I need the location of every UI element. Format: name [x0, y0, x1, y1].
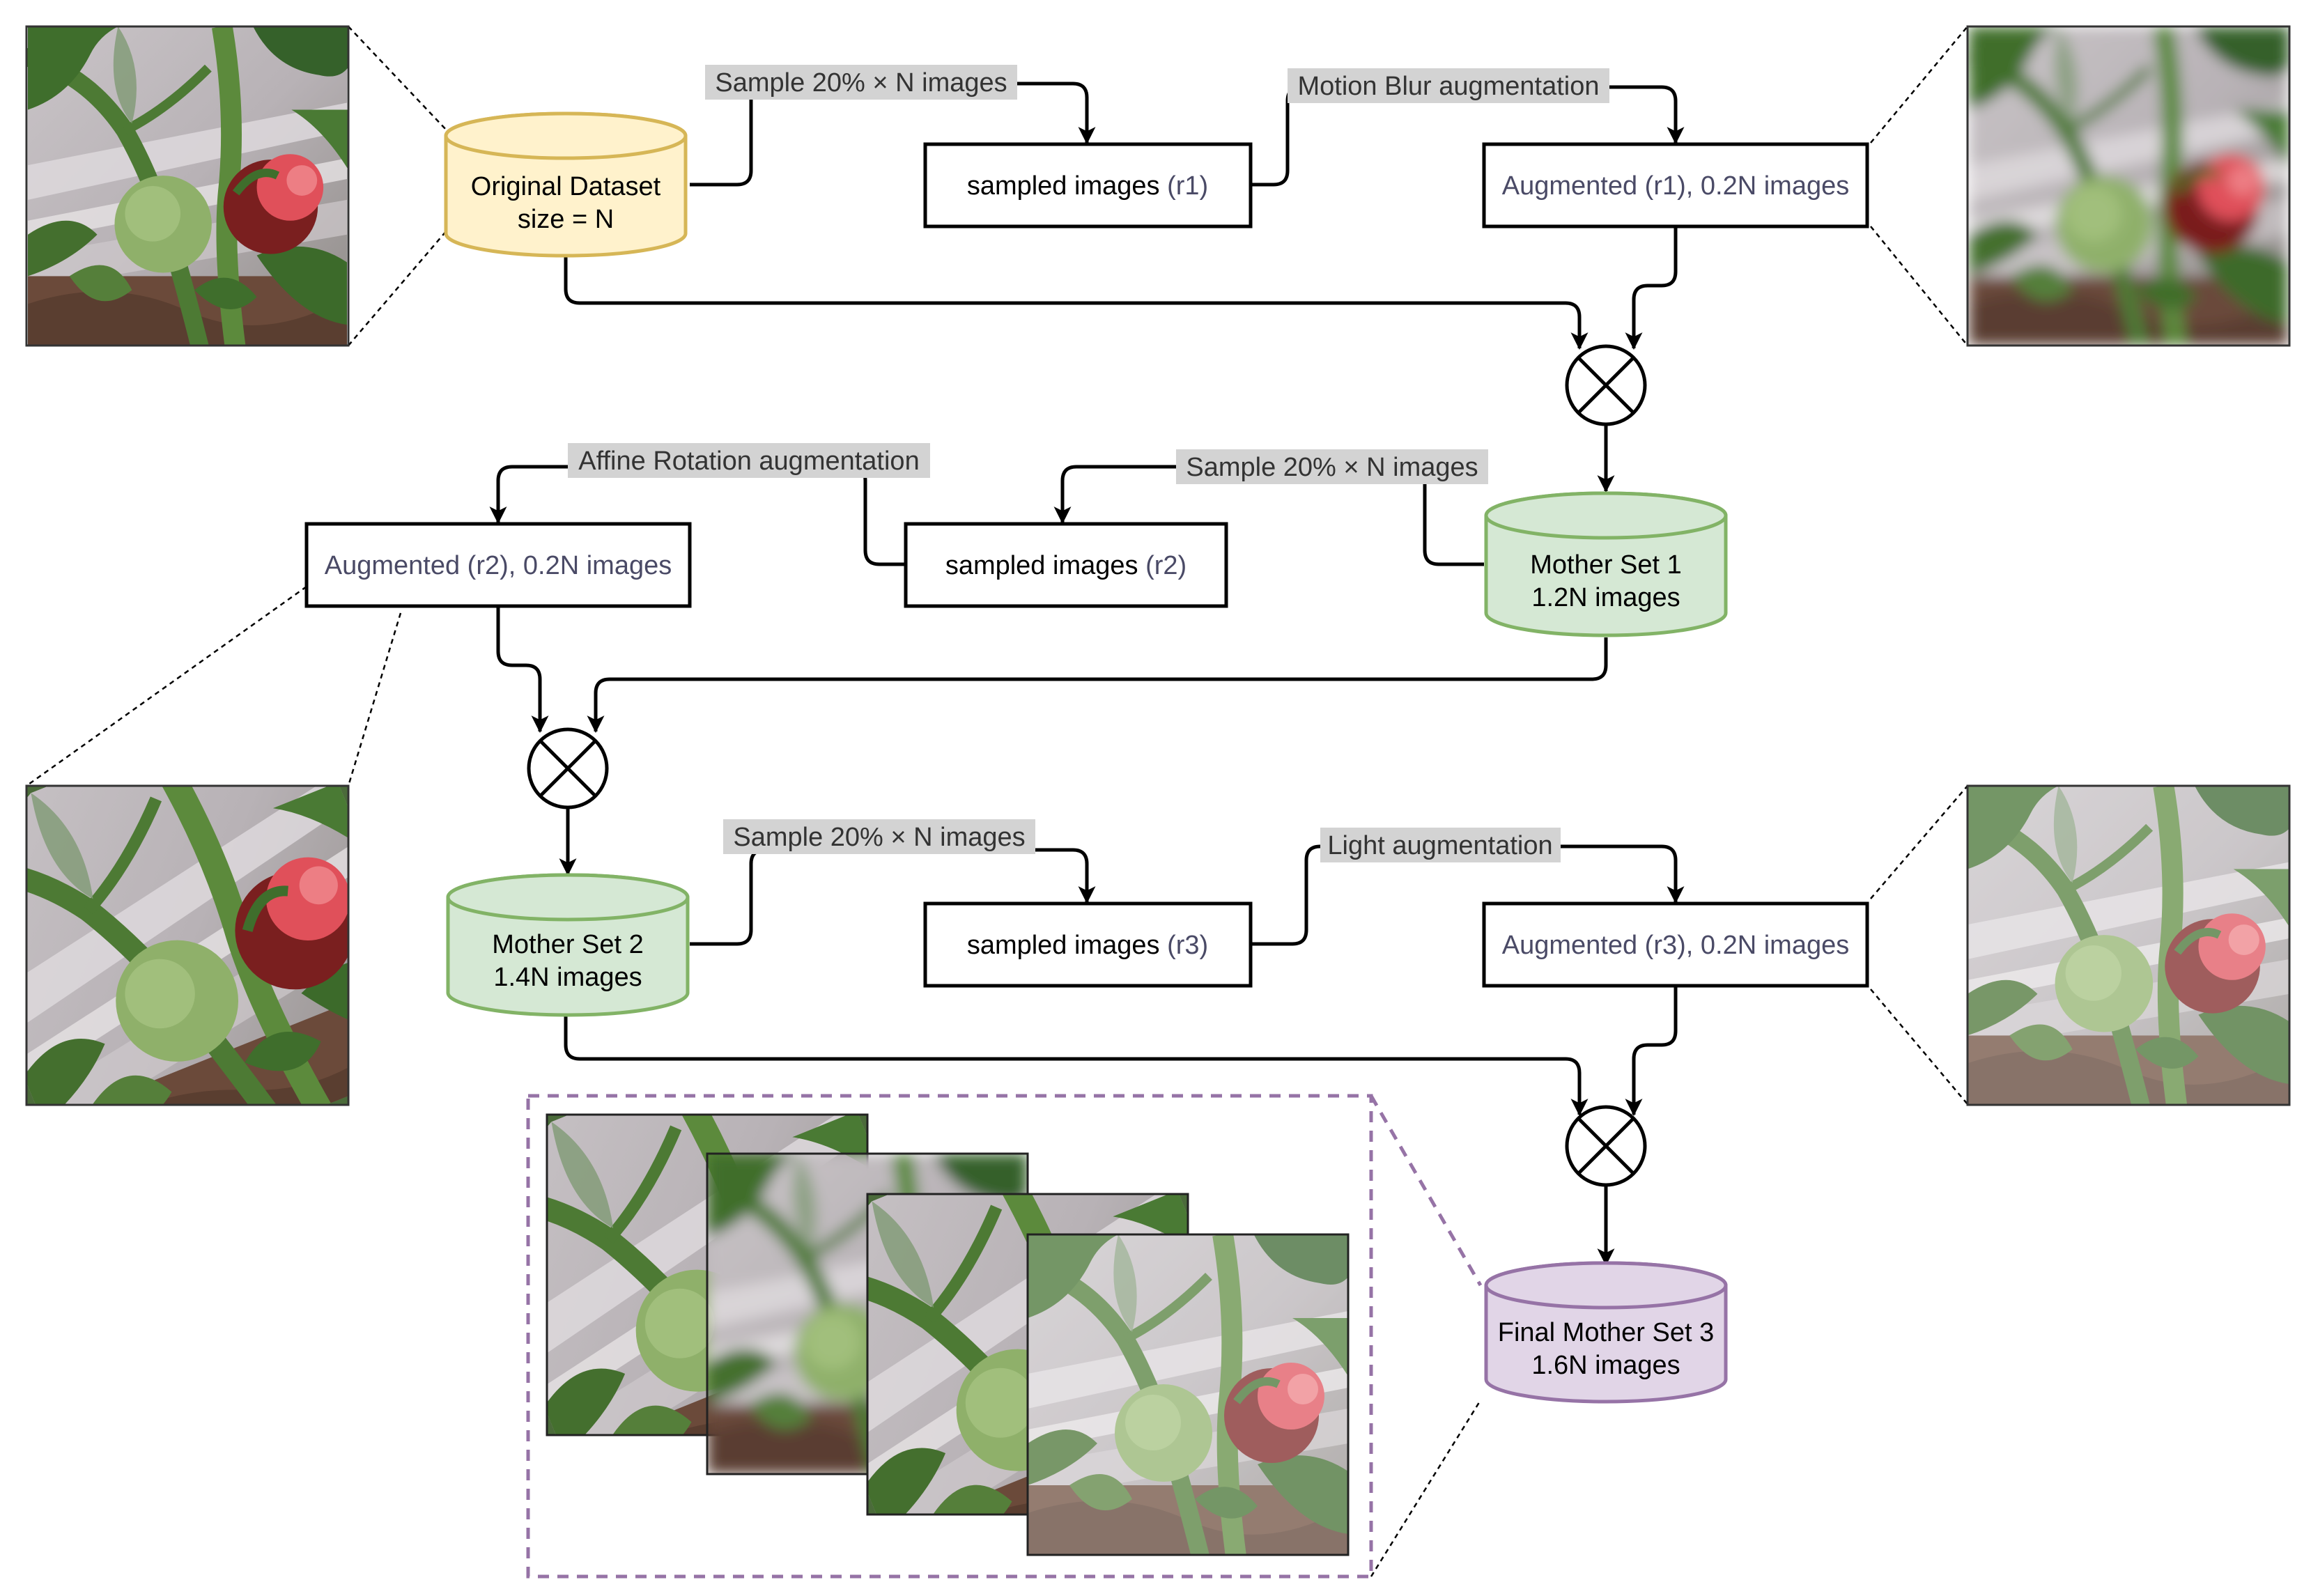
svg-text:Original Dataset: Original Dataset: [471, 172, 661, 201]
final-set-collage-link: [1369, 1094, 1483, 1287]
edge-label-light: Light augmentation: [1320, 828, 1561, 862]
connectors: [489, 82, 1685, 1266]
final-set-collage-frame: [526, 1094, 1373, 1579]
svg-text:sampled images (r2): sampled images (r2): [945, 551, 1187, 580]
svg-text:Sample 20% × N images: Sample 20% × N images: [715, 68, 1007, 98]
edge-sampled-r3-to-augmented-r3: [1251, 844, 1685, 946]
edge-label-sample-2: Sample 20% × N images: [1176, 449, 1488, 484]
node-original-dataset: Original Dataset size = N: [444, 111, 688, 258]
photo-affine-rotation: [25, 784, 350, 1106]
edge-mother-set-2-to-merge-3: [564, 1014, 1589, 1117]
node-sampled-r2: sampled images (r2): [904, 522, 1228, 608]
photo-original: [25, 25, 350, 347]
edge-augmented-r1-to-merge-1: [1625, 226, 1678, 350]
svg-text:sampled images (r1): sampled images (r1): [967, 171, 1208, 201]
node-mother-set-1: Mother Set 1 1.2N images: [1484, 491, 1728, 637]
collage-photo-4: [1026, 1233, 1350, 1556]
svg-text:Augmented (r1), 0.2N images: Augmented (r1), 0.2N images: [1502, 171, 1849, 201]
svg-text:size = N: size = N: [518, 205, 614, 234]
edge-label-motion-blur: Motion Blur augmentation: [1288, 68, 1609, 103]
node-augmented-r1: Augmented (r1), 0.2N images: [1482, 142, 1869, 228]
svg-text:Sample 20% × N images: Sample 20% × N images: [733, 823, 1025, 852]
edge-original-to-merge-1: [564, 254, 1589, 350]
svg-text:sampled images (r3): sampled images (r3): [967, 931, 1208, 960]
edge-augmented-r2-to-merge-2: [496, 606, 549, 734]
svg-text:Light augmentation: Light augmentation: [1327, 831, 1552, 860]
photo-motion-blur: [1966, 25, 2291, 347]
svg-text:1.6N images: 1.6N images: [1531, 1351, 1680, 1380]
node-augmented-r2: Augmented (r2), 0.2N images: [304, 522, 692, 608]
svg-text:Sample 20% × N images: Sample 20% × N images: [1186, 453, 1478, 482]
svg-text:Motion Blur augmentation: Motion Blur augmentation: [1297, 72, 1599, 101]
svg-text:Mother Set 1: Mother Set 1: [1530, 550, 1682, 580]
node-augmented-r3: Augmented (r3), 0.2N images: [1482, 901, 1869, 988]
merge-node-2: [527, 727, 609, 809]
svg-text:Mother Set 2: Mother Set 2: [492, 930, 644, 959]
svg-text:Augmented (r2), 0.2N images: Augmented (r2), 0.2N images: [325, 551, 672, 580]
node-sampled-r1: sampled images (r1): [923, 142, 1253, 228]
edge-augmented-r3-to-merge-3: [1625, 986, 1678, 1117]
photo-light: [1966, 784, 2291, 1106]
edge-label-sample-1: Sample 20% × N images: [705, 65, 1017, 100]
merge-node-1: [1565, 344, 1647, 426]
edge-mother-set-1-to-merge-2: [587, 637, 1608, 734]
node-final-mother-set-3: Final Mother Set 3 1.6N images: [1484, 1261, 1728, 1404]
merge-node-3: [1565, 1105, 1647, 1187]
svg-text:Affine Rotation augmentation: Affine Rotation augmentation: [578, 447, 919, 476]
svg-text:Final Mother Set 3: Final Mother Set 3: [1498, 1318, 1714, 1347]
svg-text:1.2N images: 1.2N images: [1531, 583, 1680, 612]
edge-label-sample-3: Sample 20% × N images: [723, 819, 1035, 854]
edge-label-affine-rotation: Affine Rotation augmentation: [568, 443, 930, 478]
node-mother-set-2: Mother Set 2 1.4N images: [446, 873, 690, 1017]
callout-lines: [26, 26, 1968, 1105]
svg-text:Augmented (r3), 0.2N images: Augmented (r3), 0.2N images: [1502, 931, 1849, 960]
node-sampled-r3: sampled images (r3): [923, 901, 1253, 988]
svg-text:1.4N images: 1.4N images: [493, 963, 642, 992]
